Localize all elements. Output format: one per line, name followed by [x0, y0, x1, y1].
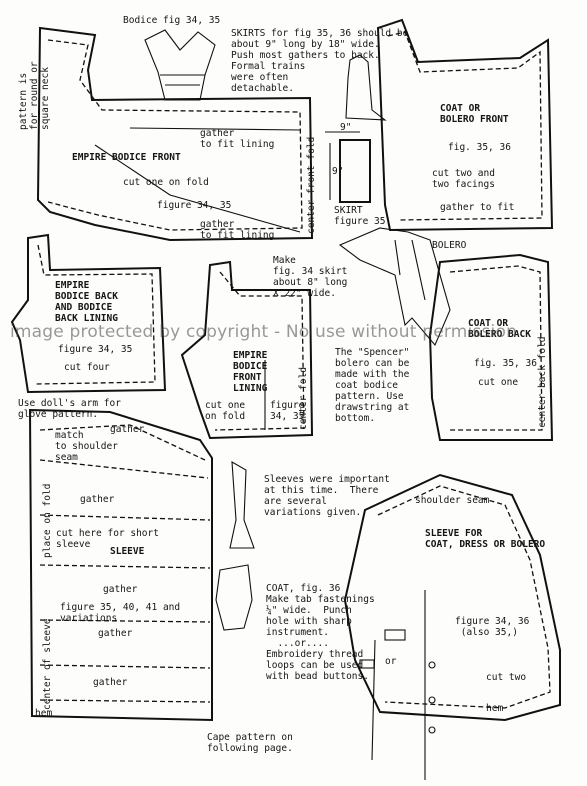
cut-one-fold-label: cut one on fold [123, 177, 209, 188]
gather-lining-label-1: gather to fit lining [200, 128, 275, 150]
empire-lining-title: EMPIRE BODICE FRONT LINING [233, 350, 268, 394]
spencer-note: The "Spencer" bolero can be made with th… [335, 347, 410, 424]
coat-back-figure: fig. 35, 36 [474, 358, 537, 369]
coat-sleeve-piece [343, 473, 561, 722]
sleeve-variations-sketch [215, 461, 255, 631]
bolero-label: BOLERO [432, 240, 467, 251]
coat-front-title: COAT OR BOLERO FRONT [440, 103, 509, 125]
sleeves-note: Sleeves were important at this time. The… [264, 474, 390, 518]
coat-back-title: COAT OR BOLERO BACK [468, 318, 531, 340]
cut-four-label: cut four [64, 362, 110, 373]
sleeve-gather-e: gather [93, 677, 128, 688]
empire-back-figure: figure 34, 35 [58, 344, 133, 355]
empire-lining-piece [180, 260, 314, 440]
or-label: or [385, 656, 397, 667]
gather-lining-label-2: gather to fit lining [200, 219, 275, 241]
match-shoulder-label: match to shoulder seam [55, 430, 118, 463]
sleeve-gather-c: gather [103, 584, 138, 595]
place-on-fold-label: place on fold [42, 483, 53, 558]
cut-one-on-fold-label: cut one on fold [205, 400, 246, 422]
shoulder-seam-label: shoulder seam [415, 495, 490, 506]
empire-back-title: EMPIRE BODICE BACK AND BODICE BACK LININ… [55, 280, 118, 324]
pattern-neck-note: pattern is for round or square neck [18, 61, 51, 130]
coat-front-piece [376, 18, 554, 232]
make-skirt-note: Make fig. 34 skirt about 8" long X 22" w… [273, 255, 348, 299]
skirt-diagram [325, 131, 371, 203]
gather-to-fit-label: gather to fit [440, 202, 515, 213]
coat-front-cut: cut two and two facings [432, 168, 495, 190]
center-fold-label: center fold [298, 367, 309, 430]
dolls-arm-note: Use doll's arm for glove pattern. [18, 398, 121, 420]
figure-label: figure 34, 35 [157, 200, 232, 211]
bodice-figure-label: Bodice fig 34, 35 [123, 15, 221, 26]
bolero-sketch [338, 227, 451, 347]
coat-sleeve-hem-label: hem [486, 703, 504, 714]
bodice-sketch [144, 29, 216, 101]
cape-note: Cape pattern on following page. [207, 732, 293, 754]
skirts-note: SKIRTS for fig 35, 36 should be about 9"… [231, 28, 409, 94]
center-back-fold-label: center back fold [537, 336, 548, 428]
coat-front-figure: fig. 35, 36 [448, 142, 511, 153]
coat-back-piece [428, 253, 554, 441]
sleeve-piece [28, 408, 213, 722]
sleeve-gather-a: gather [110, 424, 145, 435]
sleeve-gather-d: gather [98, 628, 133, 639]
cut-one-label: cut one [478, 377, 519, 388]
empire-front-title: EMPIRE BODICE FRONT [72, 152, 181, 163]
cut-short-sleeve-label: cut here for short sleeve [56, 528, 159, 550]
skirt-figure-label: SKIRT figure 35 [334, 205, 386, 227]
skirt-width-label: 9" [340, 122, 352, 133]
skirt-height-label: 9" [332, 166, 344, 177]
sleeve-hem-label: hem [35, 708, 53, 719]
coat-tab-note: COAT, fig. 36 Make tab fastenings ¼" wid… [266, 583, 375, 682]
empire-back-piece [10, 233, 167, 394]
coat-sleeve-title: SLEEVE FOR COAT, DRESS OR BOLERO [425, 528, 546, 550]
sleeve-title: SLEEVE [110, 546, 145, 557]
center-of-sleeve-label: center of sleeve [42, 618, 53, 710]
copyright-watermark: image protected by copyright - No use wi… [10, 322, 518, 342]
center-front-fold-label: center front fold [306, 136, 317, 234]
sleeve-gather-b: gather [80, 494, 115, 505]
cut-two-label: cut two [486, 672, 527, 683]
lining-figure-label: figure 34, 35 [270, 400, 305, 422]
empire-bodice-front-piece [36, 26, 314, 242]
coat-sleeve-figure: figure 34, 36 (also 35,) [455, 616, 530, 638]
dress-sketch [345, 54, 387, 121]
sleeve-figure-label: figure 35, 40, 41 and variations [60, 602, 181, 624]
